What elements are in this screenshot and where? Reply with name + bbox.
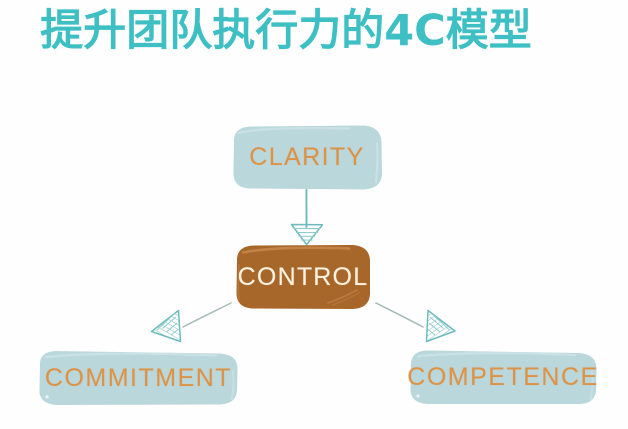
node-competence[interactable]: COMPETENCE: [407, 348, 599, 406]
arrow-control-to-competence: [375, 302, 456, 343]
node-commitment-shape: [39, 351, 238, 405]
node-commitment-label: COMMITMENT: [44, 363, 233, 392]
node-competence-shape: [410, 350, 597, 404]
node-control-shape: [236, 245, 370, 309]
arrow-control-to-commitment: [150, 302, 232, 343]
node-control-label: CONTROL: [237, 262, 369, 291]
node-clarity[interactable]: CLARITY: [229, 124, 385, 191]
node-clarity-shape: [233, 125, 382, 190]
node-commitment[interactable]: COMMITMENT: [36, 349, 241, 407]
arrow-clarity-to-control: [290, 189, 324, 246]
node-control[interactable]: CONTROL: [233, 243, 373, 311]
node-competence-label: COMPETENCE: [407, 362, 599, 391]
node-clarity-label: CLARITY: [249, 143, 365, 171]
page-title: 提升团队执行力的4C模型: [40, 6, 532, 56]
